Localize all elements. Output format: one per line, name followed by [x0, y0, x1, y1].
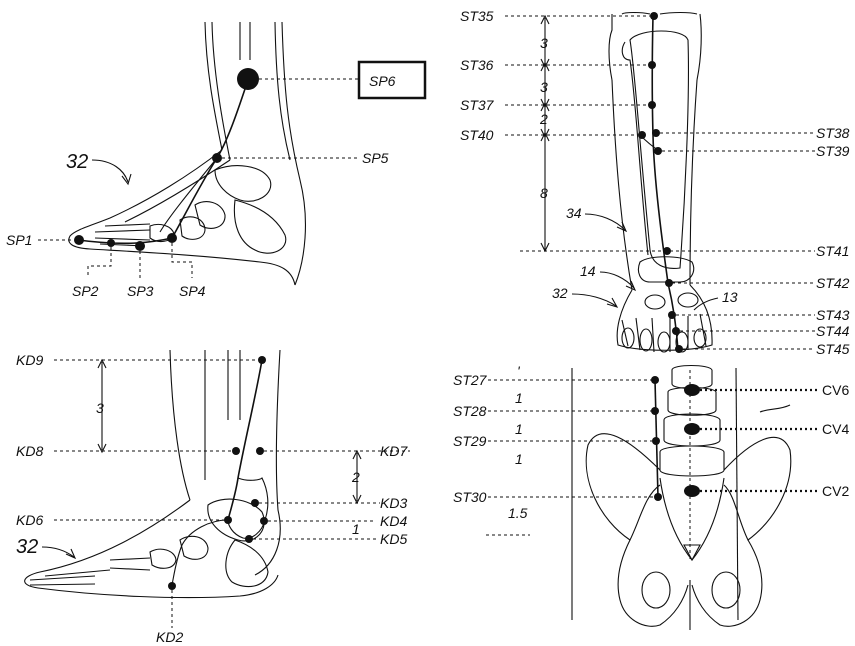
cv6-label: CV6 — [822, 382, 849, 398]
st43-label: ST43 — [816, 307, 850, 323]
st36-label: ST36 — [460, 57, 494, 73]
kd8-point — [232, 447, 240, 455]
kd7-point — [256, 447, 264, 455]
kd6-point — [224, 516, 232, 524]
kd2-point — [168, 582, 176, 590]
sp4-point — [167, 233, 177, 243]
st42-point — [665, 279, 673, 287]
st40-point — [638, 131, 646, 139]
abd-spacing-0: ' — [517, 363, 521, 379]
st28-label: ST28 — [453, 403, 487, 419]
st29-point — [652, 437, 660, 445]
kd4-point — [260, 517, 268, 525]
st45-point — [675, 345, 683, 353]
sp1-label: SP1 — [6, 232, 32, 248]
sp5-point — [212, 153, 222, 163]
spleen-ref-number: 32 — [66, 151, 88, 173]
st39-label: ST39 — [816, 143, 850, 159]
st44-label: ST44 — [816, 323, 850, 339]
cv6-point — [684, 384, 700, 396]
st30-point — [654, 493, 662, 501]
stomach-leg-panel: 3 3 2 8 ST35 ST36 ST37 ST40 ST38 ST39 ST… — [460, 8, 850, 357]
sp1-point — [74, 235, 84, 245]
sp6-point — [237, 68, 259, 90]
kd9-point — [258, 356, 266, 364]
st45-label: ST45 — [816, 341, 850, 357]
kd4-label: KD4 — [380, 513, 407, 529]
spleen-panel: SP6 SP5 SP1 SP2 SP3 SP4 32 — [6, 22, 425, 299]
st-ref-32: 32 — [552, 285, 568, 301]
st-spacing-3: 2 — [539, 111, 548, 127]
kd5-point — [245, 535, 253, 543]
sp3-point — [135, 241, 145, 251]
cv2-label: CV2 — [822, 483, 849, 499]
st38-point — [652, 129, 660, 137]
kd7-label: KD7 — [380, 443, 408, 459]
sp3-label: SP3 — [127, 283, 154, 299]
pelvis-drawing — [572, 366, 791, 631]
st36-point — [648, 61, 656, 69]
st42-label: ST42 — [816, 275, 850, 291]
cv2-point — [684, 485, 700, 497]
abd-spacing-1: 1 — [515, 390, 523, 406]
kd3-point — [251, 499, 259, 507]
sp5-label: SP5 — [362, 150, 389, 166]
st43-point — [668, 311, 676, 319]
spleen-foot-drawing — [69, 22, 306, 285]
st-spacing-4: 8 — [540, 185, 548, 201]
st-spacing-2: 3 — [540, 79, 548, 95]
stomach-leg-drawing — [609, 13, 712, 353]
sp6-label: SP6 — [369, 73, 396, 89]
st38-label: ST38 — [816, 125, 850, 141]
cv4-point — [684, 423, 700, 435]
st35-label: ST35 — [460, 8, 494, 24]
st37-label: ST37 — [460, 97, 495, 113]
kd-spacing-1: 1 — [352, 521, 360, 537]
kd-spacing-3: 3 — [96, 400, 104, 416]
st44-point — [672, 327, 680, 335]
kidney-ref-number: 32 — [16, 536, 38, 558]
st39-point — [654, 147, 662, 155]
kd6-label: KD6 — [16, 512, 43, 528]
stomach-dimension-line — [541, 16, 549, 251]
kd5-label: KD5 — [380, 531, 407, 547]
st27-label: ST27 — [453, 372, 488, 388]
abd-spacing-3: 1 — [515, 451, 523, 467]
st41-label: ST41 — [816, 243, 849, 259]
abd-spacing-2: 1 — [515, 421, 523, 437]
abd-spacing-4: 1.5 — [508, 505, 528, 521]
st-spacing-1: 3 — [540, 35, 548, 51]
kd8-label: KD8 — [16, 443, 43, 459]
st-ref-13: 13 — [722, 289, 738, 305]
st29-label: ST29 — [453, 433, 487, 449]
st28-point — [651, 407, 659, 415]
kd3-label: KD3 — [380, 495, 407, 511]
kd9-label: KD9 — [16, 352, 43, 368]
st40-label: ST40 — [460, 127, 494, 143]
st-ref-34: 34 — [566, 205, 582, 221]
sp2-label: SP2 — [72, 283, 99, 299]
st27-point — [651, 376, 659, 384]
st37-point — [648, 101, 656, 109]
kd-spacing-2: 2 — [351, 469, 360, 485]
st30-label: ST30 — [453, 489, 487, 505]
kidney-foot-drawing — [25, 350, 281, 598]
sp2-point — [107, 239, 115, 247]
sp4-label: SP4 — [179, 283, 206, 299]
kidney-panel: 3 2 1 KD9 KD8 KD7 KD3 KD6 KD4 KD5 KD2 32 — [16, 350, 410, 645]
abdomen-panel: ST27 ST28 ST29 ST30 CV6 CV4 CV2 ' 1 1 1 … — [453, 363, 849, 630]
st-ref-14: 14 — [580, 263, 596, 279]
cv4-label: CV4 — [822, 421, 849, 437]
kd2-label: KD2 — [156, 629, 183, 645]
st35-point — [650, 12, 658, 20]
